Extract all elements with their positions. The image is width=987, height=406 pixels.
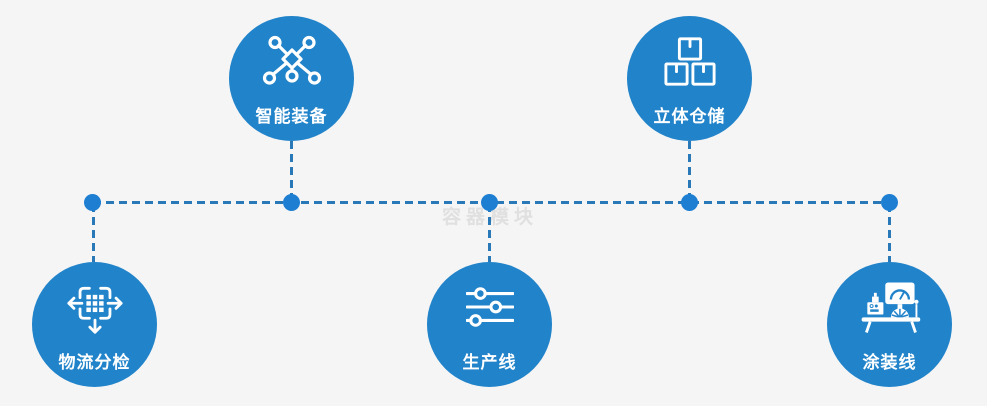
node-label-smart-equipment: 智能装备 xyxy=(255,107,328,126)
node-coating-line: 涂装线 xyxy=(827,262,952,387)
junction-dot-logistics xyxy=(84,194,101,211)
node-label-logistics-sorting: 物流分检 xyxy=(58,353,131,372)
node-logistics-sorting: 物流分检 xyxy=(32,262,157,387)
watermark-text: 容器模块 xyxy=(395,202,585,229)
network-nodes-icon xyxy=(229,32,354,90)
junction-dot-smart-equipment xyxy=(283,194,300,211)
node-smart-equipment: 智能装备 xyxy=(229,16,354,141)
distribute-arrows-icon xyxy=(32,278,157,336)
node-label-production-line: 生产线 xyxy=(462,353,517,372)
junction-dot-warehouse xyxy=(681,194,698,211)
node-label-coating-line: 涂装线 xyxy=(862,353,917,372)
sliders-icon xyxy=(427,278,552,336)
node-production-line: 生产线 xyxy=(427,262,552,387)
stacked-boxes-icon xyxy=(627,32,752,90)
node-label-stereo-warehouse: 立体仓储 xyxy=(653,107,726,126)
node-stereo-warehouse: 立体仓储 xyxy=(627,16,752,141)
connector-vertical-coating xyxy=(888,204,891,262)
junction-dot-production xyxy=(481,194,498,211)
connector-vertical-smart-equipment xyxy=(290,141,293,202)
connector-vertical-logistics xyxy=(92,204,95,262)
connector-vertical-warehouse xyxy=(688,141,691,202)
control-station-icon xyxy=(827,278,952,336)
junction-dot-coating xyxy=(881,194,898,211)
connector-vertical-production xyxy=(488,204,491,262)
